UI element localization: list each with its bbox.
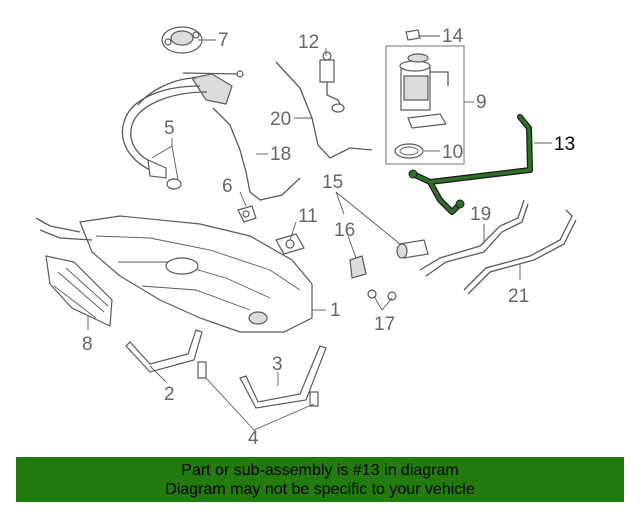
part-3-strap	[239, 345, 327, 409]
callout-5: 5	[164, 118, 175, 139]
part-17-connectors	[367, 289, 397, 301]
part-1-fuel-tank	[35, 215, 313, 333]
callout-4: 4	[248, 428, 259, 449]
callout-11: 11	[298, 206, 318, 227]
callout-2: 2	[164, 384, 175, 405]
callout-15: 15	[322, 172, 343, 193]
part-10-o-ring	[394, 143, 424, 159]
part-18-line	[212, 107, 301, 201]
callout-9: 9	[476, 92, 487, 113]
part-9-fuel-pump-module	[385, 45, 465, 165]
part-5-hose-loop	[121, 85, 208, 190]
part-11-plate	[275, 233, 305, 255]
callout-labels: 7 14 12 20 9 10 13 5 18 6 15 11 16 19 1 …	[82, 26, 575, 449]
part-12-bracket	[319, 51, 345, 113]
part-16-clip	[349, 255, 367, 279]
callout-6: 6	[222, 176, 233, 197]
part-21-line	[463, 209, 573, 291]
part-13-fuel-line-highlighted	[408, 114, 533, 215]
part-20-line	[275, 61, 373, 159]
callout-7: 7	[218, 30, 229, 51]
callout-12: 12	[298, 32, 319, 53]
callout-17: 17	[374, 314, 395, 335]
callout-10: 10	[442, 142, 463, 163]
callout-1: 1	[330, 300, 341, 321]
banner-line-1: Part or sub-assembly is #13 in diagram	[181, 462, 459, 479]
parts-diagram: 7 14 12 20 9 10 13 5 18 6 15 11 16 19 1 …	[35, 26, 577, 449]
banner-line-2: Diagram may not be specific to your vehi…	[165, 481, 475, 498]
callout-20: 20	[270, 109, 291, 130]
part-15-filter	[396, 239, 429, 259]
part-4-bolts	[197, 361, 319, 407]
callout-3: 3	[272, 354, 283, 375]
part-6-clip	[237, 205, 257, 223]
callout-19: 19	[470, 204, 491, 225]
callout-21: 21	[508, 286, 529, 307]
callout-14: 14	[442, 26, 464, 47]
callout-13: 13	[554, 134, 575, 155]
part-14-fitting	[405, 29, 421, 41]
callout-16: 16	[334, 220, 355, 241]
part-19-line	[419, 199, 525, 271]
part-2-strap	[125, 329, 203, 373]
part-7-fuel-sender	[137, 26, 244, 106]
part-8-heat-shield	[45, 255, 113, 327]
info-banner: Part or sub-assembly is #13 in diagram D…	[16, 457, 624, 502]
leader-lines	[87, 35, 552, 431]
callout-18: 18	[270, 144, 291, 165]
callout-8: 8	[82, 334, 93, 355]
